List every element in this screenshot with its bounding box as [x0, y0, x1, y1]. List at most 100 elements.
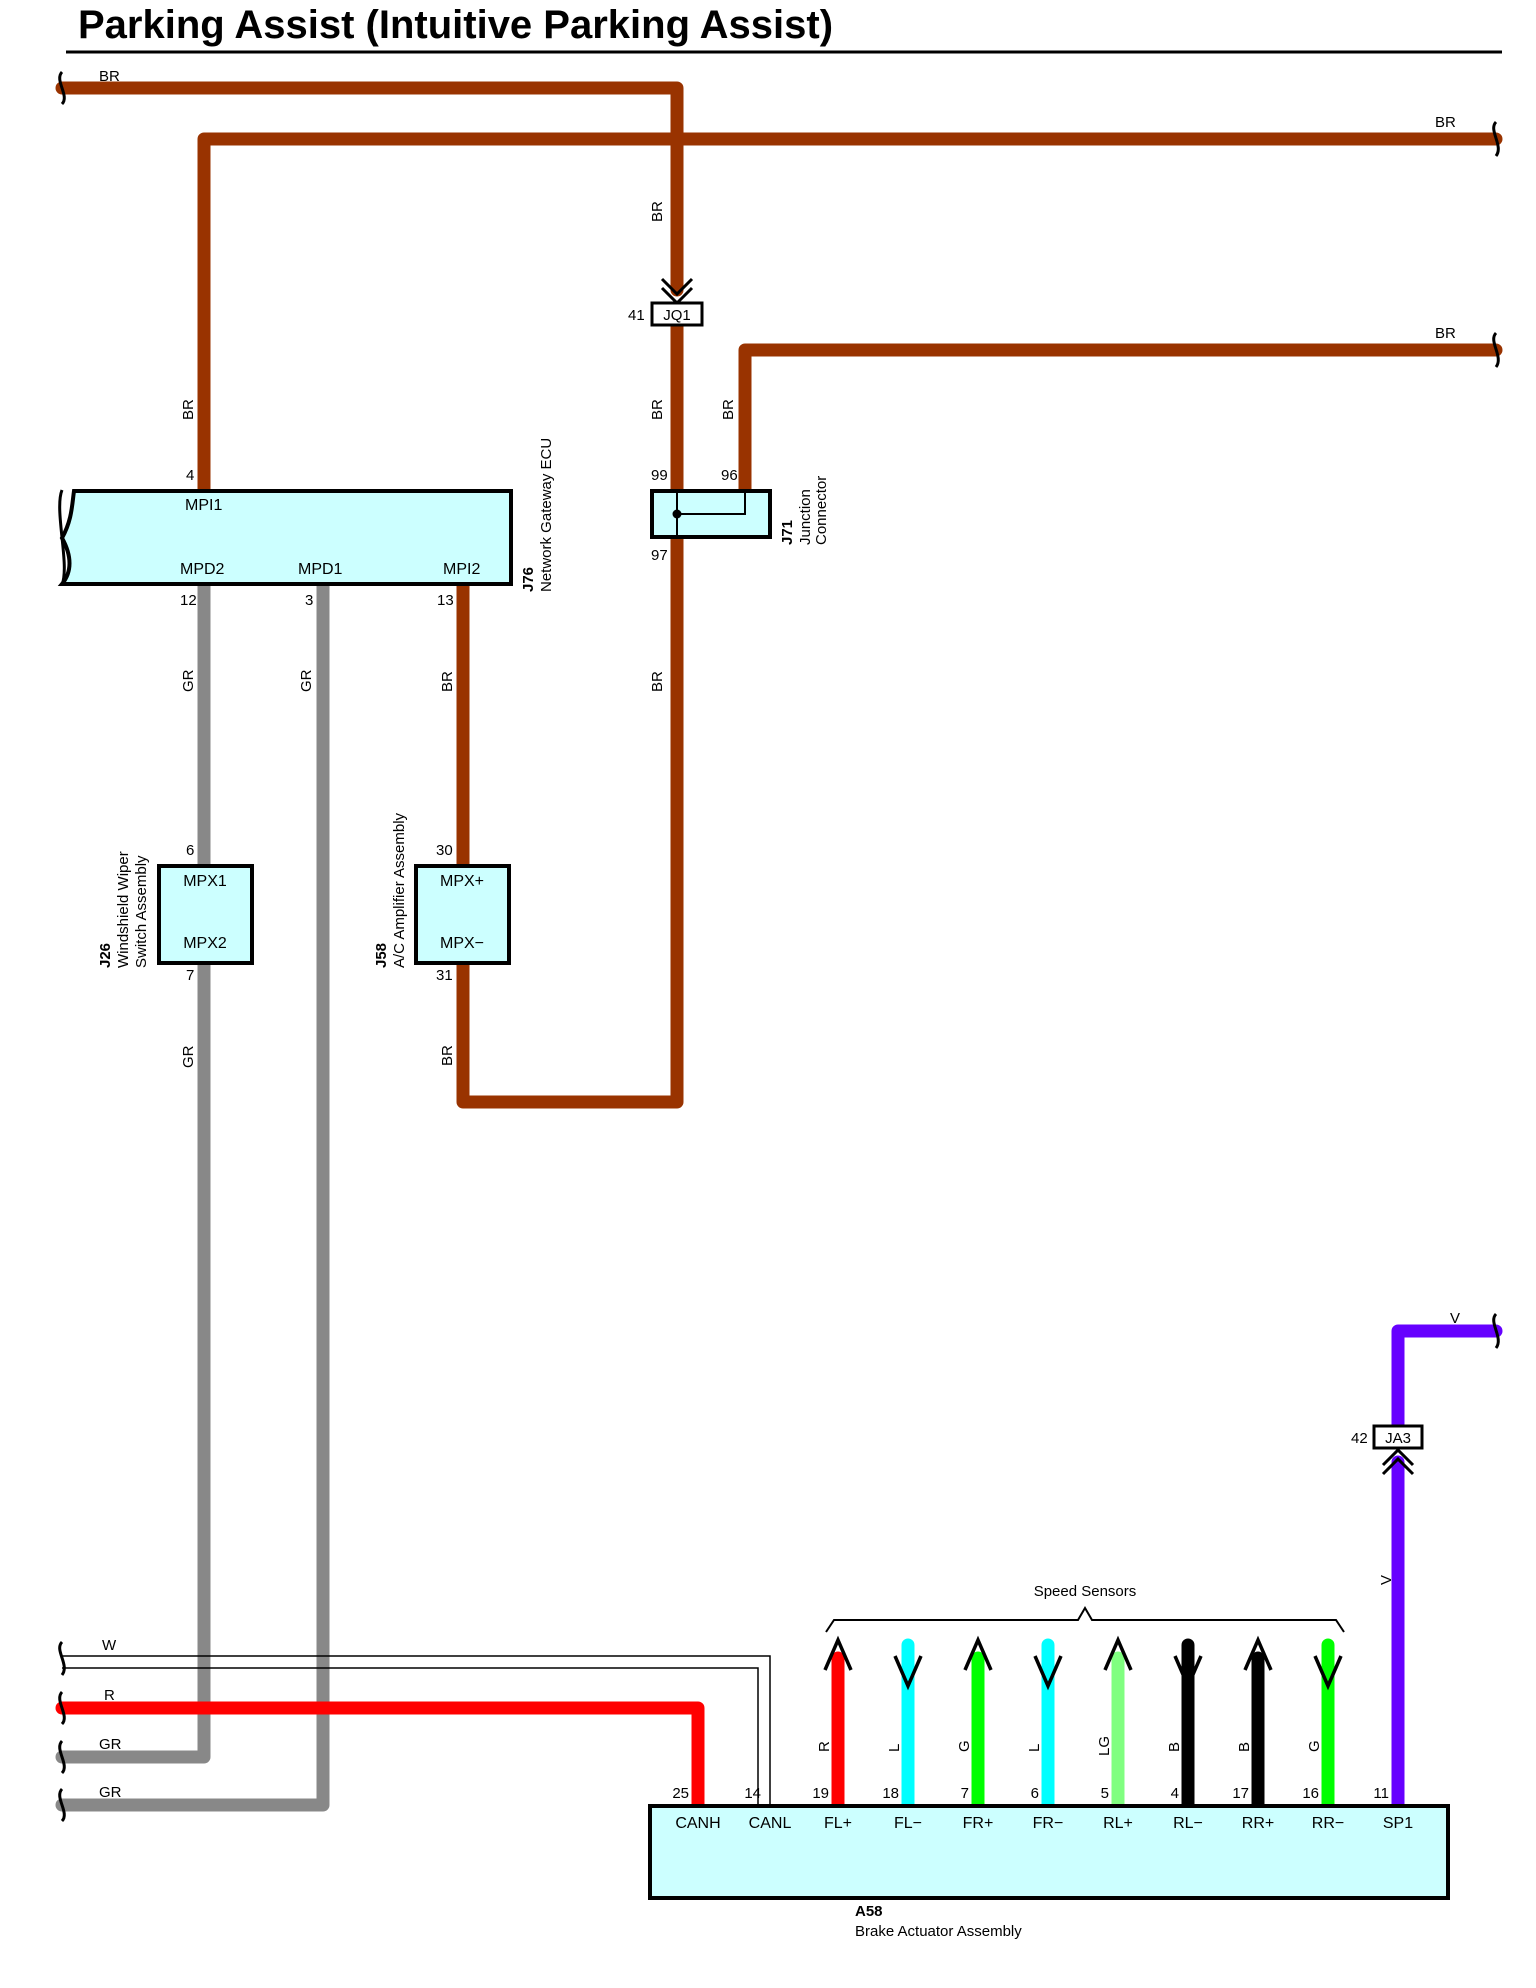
wire-code-gr: GR [99, 1736, 122, 1753]
speed-sensors-brace [825, 1606, 1345, 1633]
wire-br-j71-loop [456, 529, 684, 1109]
a58-terminal-pin: 25 [672, 1785, 689, 1802]
j76-pin-mpi1: 4 [186, 467, 194, 484]
j26-code: J26 [97, 943, 114, 968]
arrow-up-icon [963, 1635, 993, 1671]
wire-br-top-right [197, 132, 1503, 500]
j76-terminal-mpd1: MPD1 [298, 561, 343, 578]
j71-internal-link [677, 493, 746, 515]
component-j58 [414, 864, 511, 965]
wire-code-b: B [1236, 1742, 1253, 1752]
wire-code-g: G [956, 1740, 973, 1752]
wire-code-v: V [1450, 1310, 1460, 1327]
wire-code-l: L [886, 1744, 903, 1752]
arrow-up-icon [1103, 1635, 1133, 1671]
a58-terminal-group: CANH25CANL14FL+19FL−18FR+7FR−6RL+5RL−4RR… [672, 1785, 1413, 1832]
a58-terminal-label: CANL [749, 1815, 792, 1832]
wire-code-br: BR [1435, 114, 1456, 131]
j26-name-line2: Switch Assembly [133, 855, 150, 968]
j26-terminal-mpx2: MPX2 [183, 935, 227, 952]
chevron-down-icon [660, 277, 694, 297]
wire-code-br: BR [439, 1045, 456, 1066]
a58-terminal-label: FR− [1033, 1815, 1064, 1832]
arrow-down-icon [1313, 1655, 1343, 1691]
arrow-down-icon [1173, 1655, 1203, 1691]
jq1-label: JQ1 [663, 307, 691, 324]
j26-terminal-mpx1: MPX1 [183, 873, 227, 890]
jq1-pin: 41 [628, 307, 645, 324]
a58-terminal-label: CANH [675, 1815, 720, 1832]
chevron-up-icon [1381, 1447, 1415, 1467]
ja3-pin: 42 [1351, 1430, 1368, 1447]
break-mark-icon [1492, 120, 1500, 157]
a58-code: A58 [855, 1903, 883, 1920]
a58-terminal-pin: 6 [1031, 1785, 1039, 1802]
j76-name: Network Gateway ECU [538, 438, 555, 592]
j76-pin-mpd2: 12 [180, 592, 197, 609]
brown-wire-group [55, 81, 1503, 1109]
j58-name: A/C Amplifier Assembly [391, 812, 408, 968]
speed-sensor-wires [831, 1638, 1335, 1813]
j71-pin-in-left: 99 [651, 467, 668, 484]
wire-code-r: R [104, 1687, 115, 1704]
j71-pin-in-right: 96 [721, 467, 738, 484]
wire-code-gr: GR [99, 1784, 122, 1801]
a58-terminal-pin: 18 [882, 1785, 899, 1802]
wire-code-v: V [1378, 1575, 1395, 1585]
wire-code-l: L [1026, 1744, 1043, 1752]
wire-code-br: BR [439, 671, 456, 692]
j58-pin-mpx-plus: 30 [436, 842, 453, 859]
j76-terminal-mpi1: MPI1 [185, 497, 222, 514]
wire-w-outer [62, 1655, 771, 1806]
a58-terminal-pin: 5 [1101, 1785, 1109, 1802]
j58-terminal-mpx-minus: MPX− [440, 935, 484, 952]
j26-pin-mpx1: 6 [186, 842, 194, 859]
j76-terminal-mpd2: MPD2 [180, 561, 225, 578]
component-j76 [57, 489, 513, 586]
j58-pin-mpx-minus: 31 [436, 967, 453, 984]
j76-code: J76 [520, 567, 537, 592]
a58-terminal-pin: 11 [1373, 1785, 1389, 1802]
j76-pin-mpd1: 3 [305, 592, 313, 609]
j26-pin-mpx2: 7 [186, 967, 194, 984]
j58-code: J58 [373, 943, 390, 968]
a58-terminal-pin: 4 [1171, 1785, 1179, 1802]
a58-terminal-pin: 14 [744, 1785, 761, 1802]
wire-code-gr: GR [180, 669, 197, 692]
ja3-label: JA3 [1385, 1430, 1411, 1447]
speed-sensor-arrows [823, 1635, 1343, 1691]
wire-code-br: BR [180, 399, 197, 420]
connector-jq1 [650, 301, 704, 327]
wire-code-br: BR [649, 671, 666, 692]
a58-terminal-pin: 16 [1302, 1785, 1319, 1802]
violet-wire-group [1391, 1324, 1503, 1813]
arrow-up-icon [823, 1635, 853, 1671]
wire-code-gr: GR [298, 669, 315, 692]
a58-terminal-label: SP1 [1383, 1815, 1413, 1832]
wire-r-canh [55, 1701, 705, 1813]
wire-code-br: BR [649, 201, 666, 222]
page-title: Parking Assist (Intuitive Parking Assist… [78, 3, 833, 47]
wire-v-top [1391, 1324, 1503, 1431]
break-mark-icon [58, 1739, 66, 1775]
wire-code-br: BR [99, 68, 120, 85]
wire-code-br: BR [720, 399, 737, 420]
wire-w-inner [62, 1667, 759, 1806]
break-mark-icon [58, 70, 66, 106]
wire-code-br: BR [1435, 325, 1456, 342]
j71-code: J71 [779, 520, 796, 545]
break-mark-icon [58, 1690, 66, 1726]
chevron-up-icon [1381, 1456, 1415, 1476]
j76-pin-mpi2: 13 [437, 592, 454, 609]
wire-code-lg: LG [1096, 1736, 1113, 1756]
wire-code-b: B [1166, 1742, 1183, 1752]
j71-name-line1: Junction [797, 489, 814, 545]
a58-terminal-label: RL+ [1103, 1815, 1133, 1832]
j71-pin-out: 97 [651, 547, 668, 564]
wire-gr-mpd1 [55, 577, 330, 1812]
a58-terminal-label: FL− [894, 1815, 922, 1832]
gray-wire-group [55, 577, 330, 1812]
speed-sensors-label: Speed Sensors [1034, 1583, 1137, 1600]
a58-terminal-label: FL+ [824, 1815, 852, 1832]
white-wire-group [62, 1655, 771, 1806]
